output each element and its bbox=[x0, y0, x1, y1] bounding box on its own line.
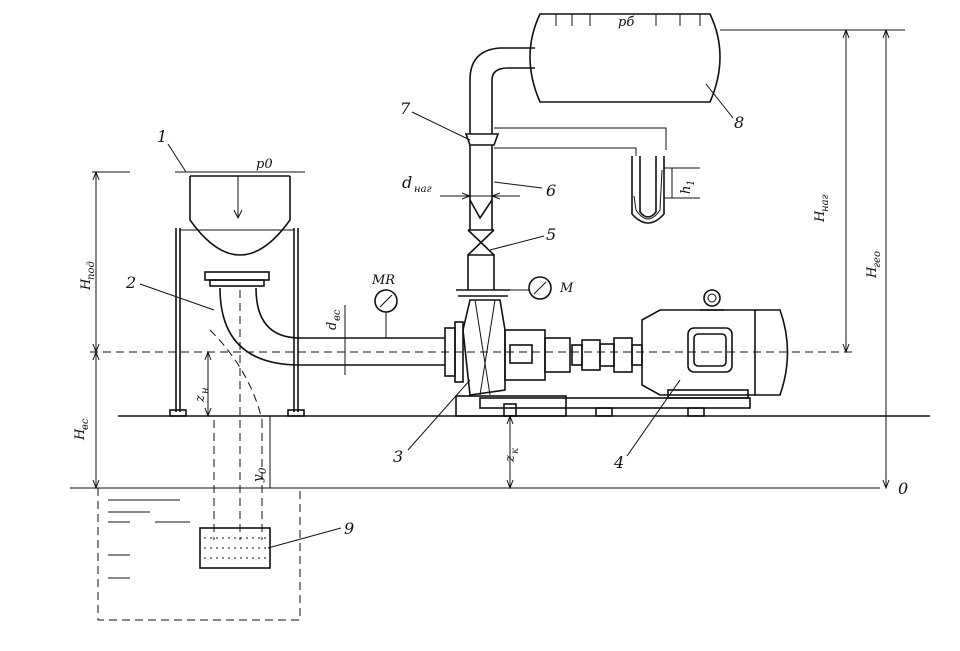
h1-sub: 1 bbox=[686, 180, 697, 186]
supply-tank bbox=[169, 171, 305, 417]
dimension-lines bbox=[90, 28, 905, 490]
dvs-sub: вс bbox=[332, 309, 343, 321]
hpod-main: H bbox=[79, 278, 94, 291]
label-dvs: d вс bbox=[325, 309, 343, 330]
label-3: 3 bbox=[393, 447, 403, 466]
zn-sub: н bbox=[200, 387, 211, 394]
label-8: 8 bbox=[734, 113, 744, 132]
hgeo-main: H bbox=[865, 266, 880, 279]
dnag-sub: наг bbox=[414, 184, 432, 195]
suction-pipe bbox=[209, 287, 464, 540]
pressure-gauge bbox=[510, 276, 552, 300]
hvs-sub: вс bbox=[80, 418, 91, 430]
h1-main: h bbox=[679, 186, 694, 194]
pressure-tank bbox=[529, 13, 721, 103]
discharge-line bbox=[464, 47, 535, 290]
hpod-sub: под bbox=[86, 261, 97, 280]
label-hpod: H под bbox=[79, 261, 97, 291]
label-zero: 0 bbox=[898, 479, 908, 498]
hvs-main: H bbox=[73, 428, 88, 441]
label-pb: pб bbox=[618, 15, 634, 30]
label-zk: z к bbox=[503, 448, 521, 463]
label-2: 2 bbox=[125, 273, 136, 292]
y0-sub: 0 bbox=[258, 467, 269, 474]
hnag-main: H bbox=[813, 210, 828, 223]
zn-main: z bbox=[193, 395, 208, 403]
label-1: 1 bbox=[157, 127, 167, 146]
differential-manometer bbox=[494, 127, 667, 224]
suction-reservoir bbox=[70, 487, 880, 621]
label-hnag: H наг bbox=[813, 194, 831, 223]
leader-lines bbox=[139, 83, 734, 549]
vacuum-gauge bbox=[374, 289, 398, 338]
label-5: 5 bbox=[546, 225, 556, 244]
label-9: 9 bbox=[344, 519, 354, 538]
label-6: 6 bbox=[546, 181, 556, 200]
label-7: 7 bbox=[400, 99, 411, 118]
hnag-sub: наг bbox=[820, 194, 831, 212]
zk-sub: к bbox=[510, 448, 521, 454]
pump bbox=[455, 289, 571, 417]
label-m: M bbox=[559, 281, 574, 296]
label-h1: h 1 bbox=[679, 180, 697, 194]
label-p0: p0 bbox=[256, 157, 273, 172]
label-hgeo: H гео bbox=[865, 251, 883, 279]
label-hvs: H вс bbox=[73, 418, 91, 441]
label-dnag: d наг bbox=[402, 173, 432, 195]
motor bbox=[479, 289, 789, 417]
label-mr: MR bbox=[371, 273, 395, 288]
y0-main: y bbox=[251, 474, 266, 483]
zk-main: z bbox=[503, 455, 518, 463]
label-y0: y 0 bbox=[251, 467, 269, 483]
hgeo-sub: гео bbox=[872, 251, 883, 268]
dvs-main: d bbox=[325, 322, 340, 330]
dnag-main: d bbox=[402, 173, 412, 192]
label-zn: z н bbox=[193, 387, 211, 403]
label-4: 4 bbox=[613, 453, 624, 472]
